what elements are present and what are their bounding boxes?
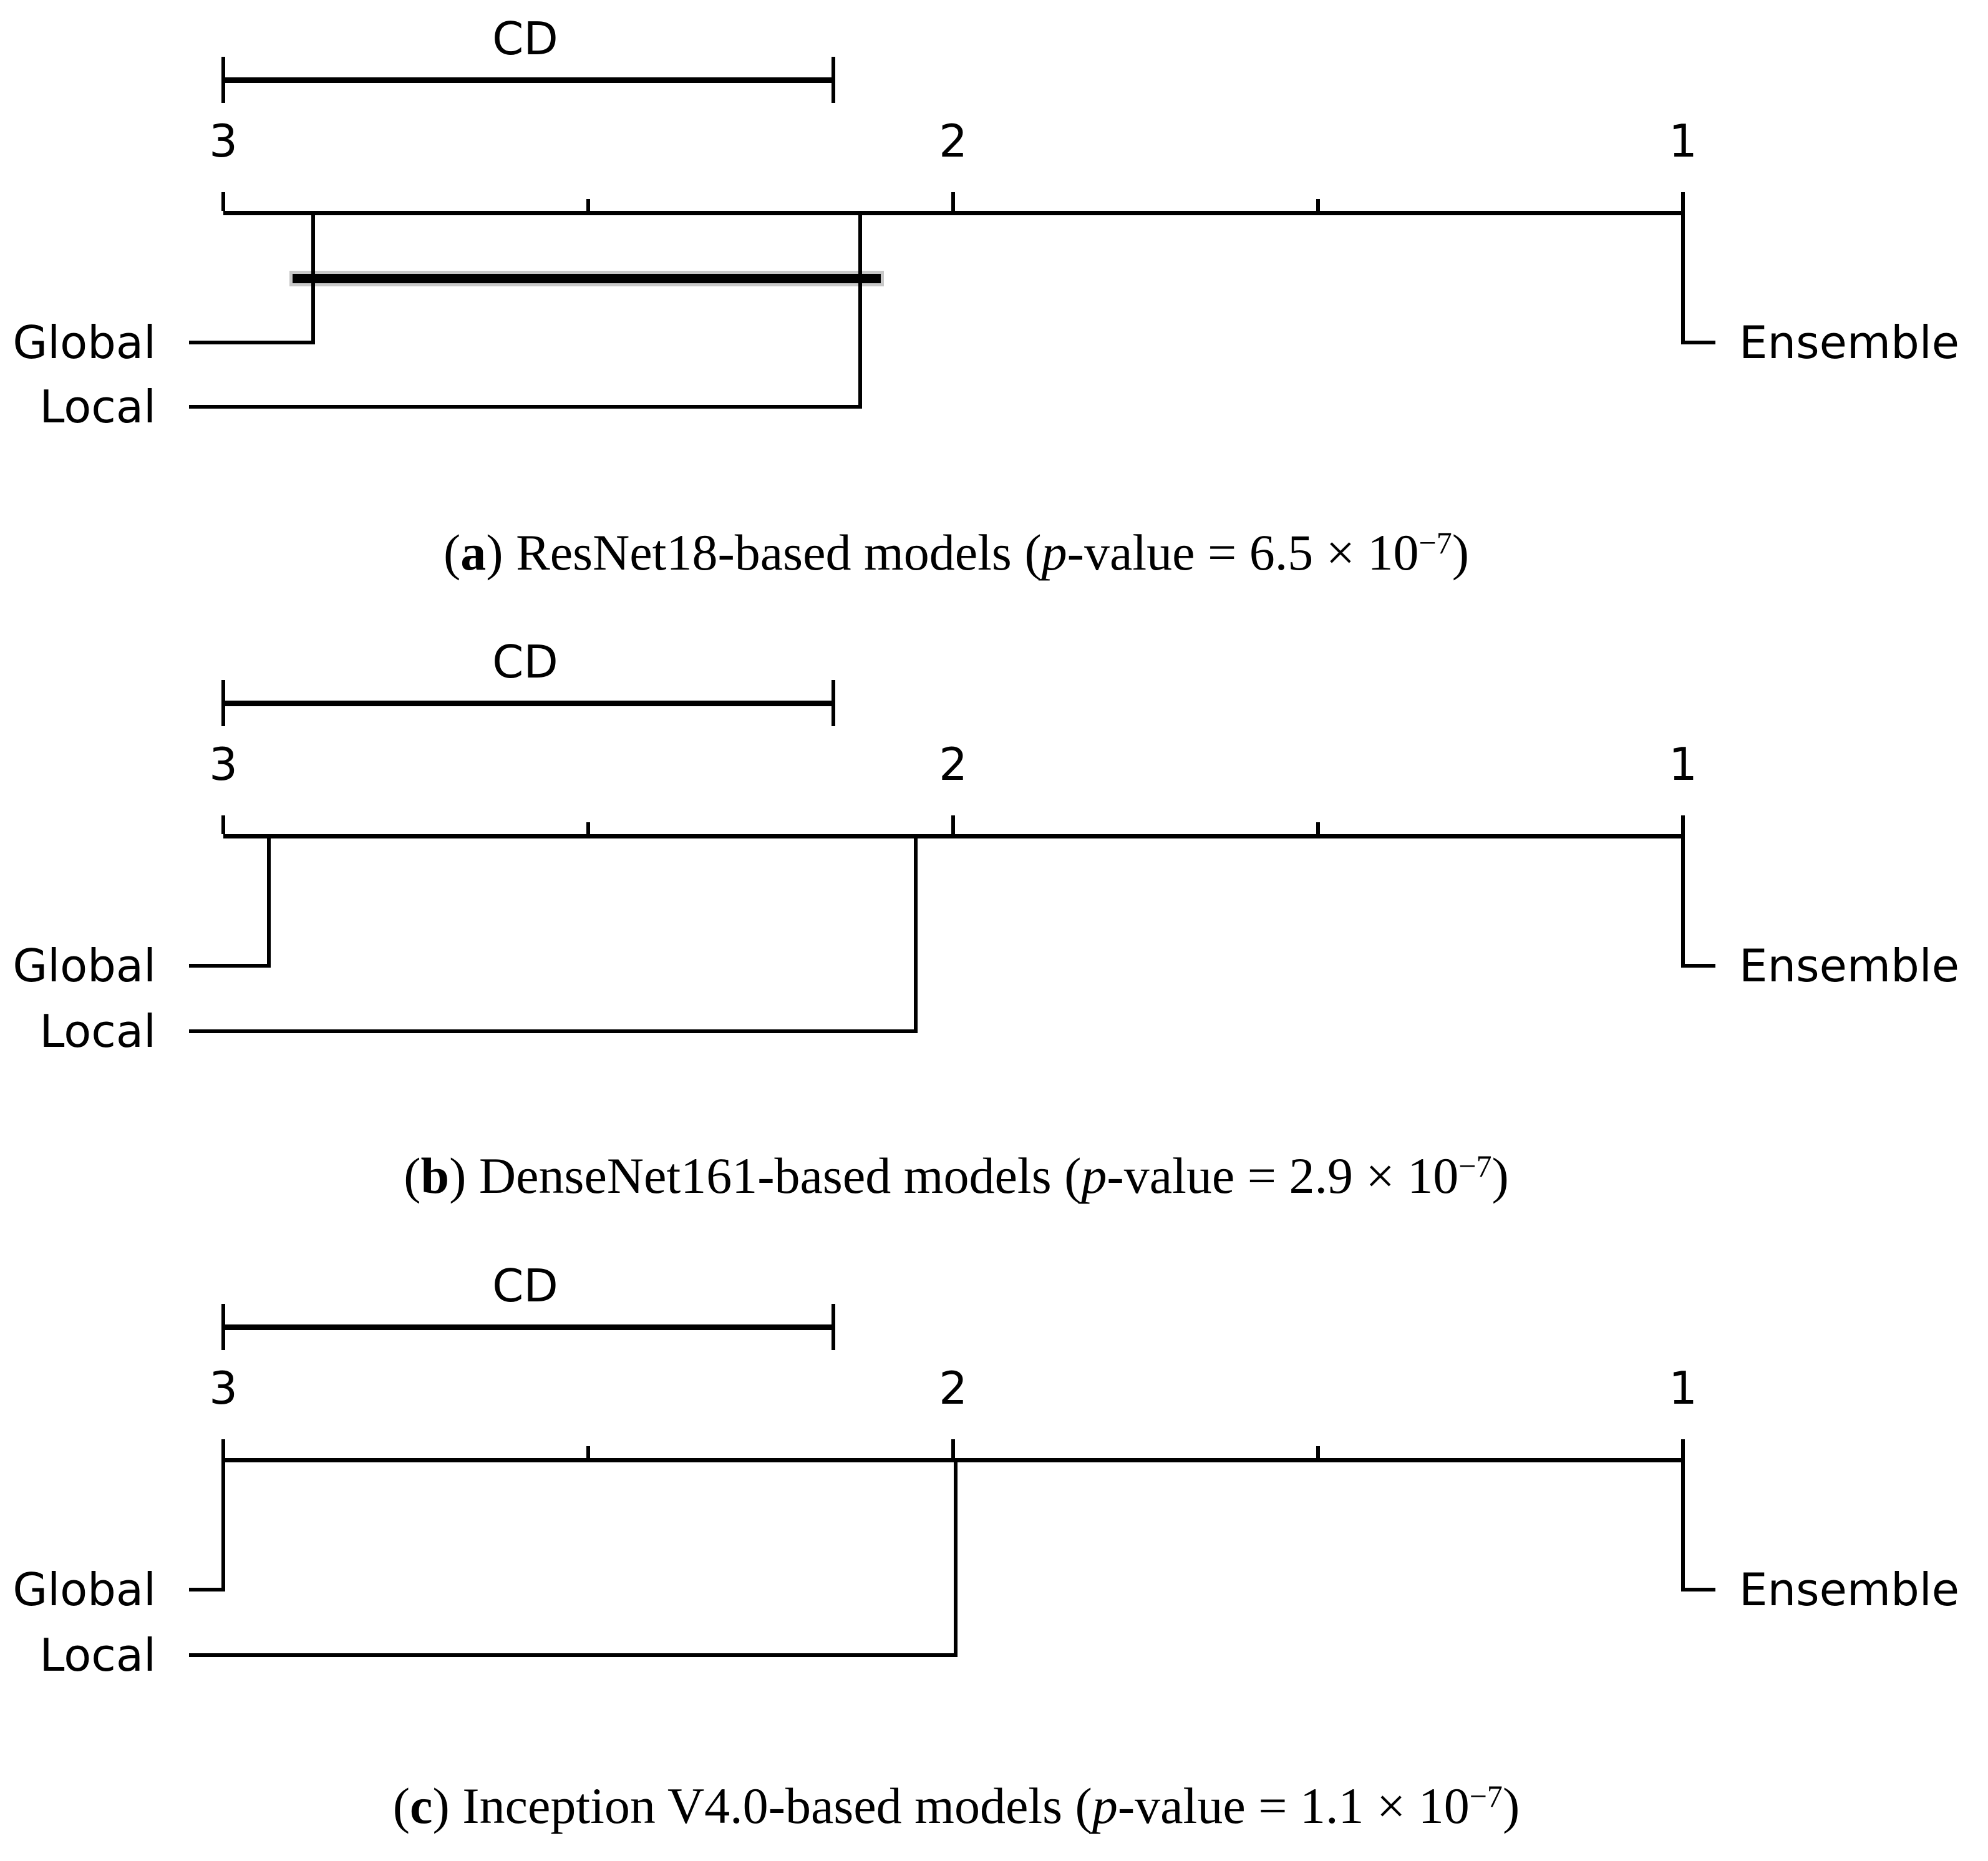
method-label-ensemble: Ensemble — [1739, 1563, 1960, 1616]
caption-paren: ( — [392, 1777, 410, 1834]
ensemble-connector-horizontal — [1683, 341, 1715, 344]
axis-tick-2 — [951, 1439, 955, 1458]
global-connector-vertical — [267, 834, 271, 968]
caption-pvalue: -value = 6.5 × 10 — [1067, 524, 1419, 581]
caption-close: ) — [1491, 1147, 1509, 1204]
cd-interval-left-tick — [221, 1304, 225, 1350]
method-label-local: Local — [39, 1629, 156, 1681]
caption-text: ) DenseNet161-based models ( — [449, 1147, 1082, 1204]
global-connector-vertical — [311, 211, 315, 344]
caption-text: ) ResNet18-based models ( — [486, 524, 1042, 581]
rank-label-2: 2 — [939, 1362, 967, 1414]
method-label-ensemble: Ensemble — [1739, 940, 1960, 992]
axis-tick-1 — [1681, 1439, 1685, 1458]
method-label-global: Global — [12, 940, 156, 992]
caption-close: ) — [1452, 524, 1470, 581]
figure-caption-b: (b) DenseNet161-based models (p-value = … — [145, 1145, 1767, 1207]
local-connector-horizontal — [189, 405, 862, 409]
cd-interval-bar — [223, 77, 833, 83]
rank-label-1: 1 — [1669, 115, 1697, 167]
local-connector-vertical — [858, 211, 862, 409]
cd-interval-right-tick — [832, 680, 835, 726]
rank-label-1: 1 — [1669, 1362, 1697, 1414]
global-connector-vertical — [221, 1458, 225, 1591]
caption-text: ) Inception V4.0-based models ( — [432, 1777, 1092, 1834]
rank-label-2: 2 — [939, 115, 967, 167]
caption-paren: ( — [404, 1147, 421, 1204]
axis-tick-3 — [221, 1439, 225, 1458]
axis-tick-2-5 — [586, 1446, 590, 1458]
local-connector-vertical — [914, 834, 918, 1033]
rank-label-1: 1 — [1669, 738, 1697, 790]
global-connector-horizontal — [189, 964, 271, 968]
rank-axis — [223, 834, 1685, 838]
method-label-local: Local — [39, 1005, 156, 1057]
axis-tick-1-5 — [1316, 822, 1320, 834]
ensemble-connector-horizontal — [1683, 964, 1715, 968]
rank-label-3: 3 — [209, 1362, 238, 1414]
caption-p-symbol: p — [1041, 524, 1067, 581]
cd-interval-left-tick — [221, 680, 225, 726]
global-connector-horizontal — [189, 1588, 225, 1591]
cd-interval-left-tick — [221, 57, 225, 103]
cd-interval-label: CD — [492, 1260, 558, 1312]
axis-tick-2-5 — [586, 199, 590, 211]
cd-interval-label: CD — [492, 636, 558, 688]
local-connector-vertical — [954, 1458, 958, 1657]
global-connector-horizontal — [189, 341, 315, 344]
rank-label-2: 2 — [939, 738, 967, 790]
axis-tick-2-5 — [586, 822, 590, 834]
caption-pvalue: -value = 1.1 × 10 — [1117, 1777, 1470, 1834]
axis-tick-1-5 — [1316, 1446, 1320, 1458]
local-connector-horizontal — [189, 1029, 918, 1033]
cd-interval-right-tick — [832, 57, 835, 103]
method-label-global: Global — [12, 316, 156, 369]
caption-exponent: −7 — [1469, 1779, 1503, 1814]
axis-tick-2 — [951, 192, 955, 211]
caption-close: ) — [1502, 1777, 1520, 1834]
figure-caption-a: (a) ResNet18-based models (p-value = 6.5… — [145, 522, 1767, 584]
caption-pvalue: -value = 2.9 × 10 — [1107, 1147, 1459, 1204]
rank-label-3: 3 — [209, 115, 238, 167]
method-label-global: Global — [12, 1563, 156, 1616]
cd-interval-bar — [223, 701, 833, 706]
axis-tick-3 — [221, 815, 225, 834]
caption-exponent: −7 — [1418, 525, 1452, 560]
local-connector-horizontal — [189, 1653, 958, 1657]
axis-tick-3 — [221, 192, 225, 211]
method-label-ensemble: Ensemble — [1739, 316, 1960, 369]
figure-caption-c: (c) Inception V4.0-based models (p-value… — [145, 1775, 1767, 1837]
cd-interval-bar — [223, 1324, 833, 1330]
cd-interval-right-tick — [832, 1304, 835, 1350]
ensemble-connector-vertical — [1681, 1458, 1685, 1591]
axis-tick-1 — [1681, 815, 1685, 834]
caption-p-symbol: p — [1092, 1777, 1118, 1834]
caption-index: b — [420, 1147, 450, 1204]
rank-axis — [223, 211, 1685, 215]
caption-p-symbol: p — [1081, 1147, 1107, 1204]
caption-index: a — [460, 524, 487, 581]
axis-tick-2 — [951, 815, 955, 834]
cd-interval-label: CD — [492, 12, 558, 65]
caption-index: c — [410, 1777, 433, 1834]
axis-tick-1 — [1681, 192, 1685, 211]
clique-bar — [293, 274, 881, 283]
ensemble-connector-horizontal — [1683, 1588, 1715, 1591]
axis-tick-1-5 — [1316, 199, 1320, 211]
caption-paren: ( — [443, 524, 461, 581]
method-label-local: Local — [39, 381, 156, 433]
ensemble-connector-vertical — [1681, 834, 1685, 968]
rank-label-3: 3 — [209, 738, 238, 790]
ensemble-connector-vertical — [1681, 211, 1685, 344]
caption-exponent: −7 — [1458, 1149, 1492, 1183]
